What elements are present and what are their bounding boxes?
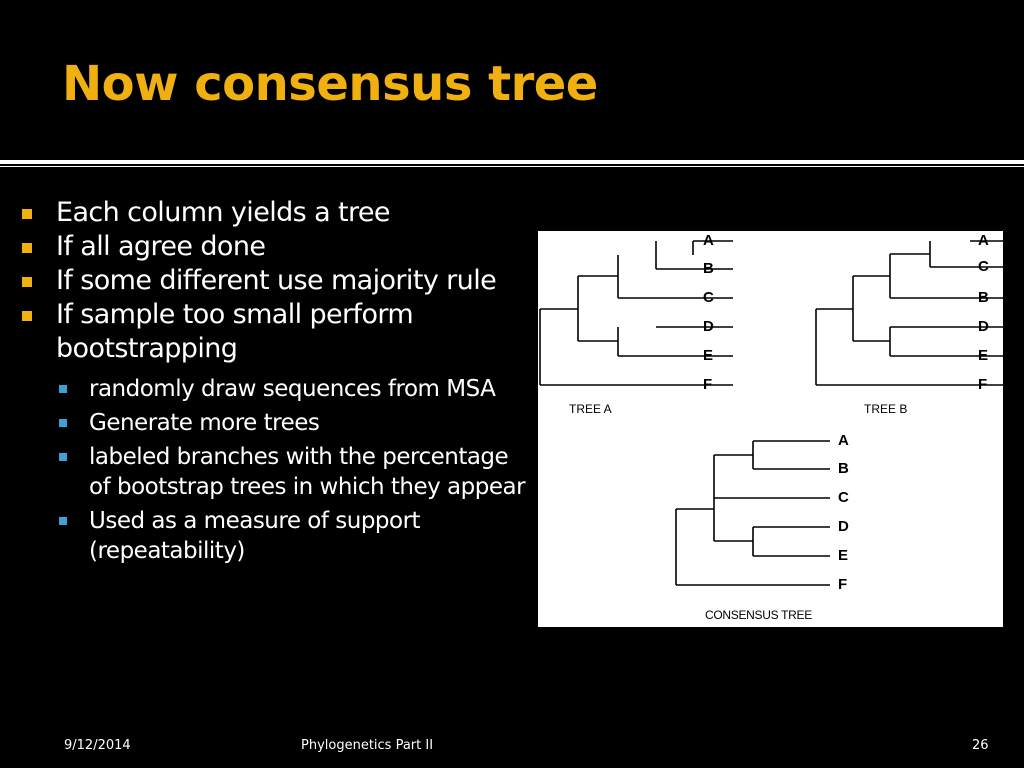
- phylogenetic-trees-figure: A B C D E F TREE A A C B D E F TREE B A …: [538, 231, 1003, 627]
- square-sub-bullet-icon: [59, 419, 67, 427]
- tree-leaf-label: B: [703, 260, 714, 277]
- square-sub-bullet-icon: [59, 385, 67, 393]
- sub-bullet-text: randomly draw sequences from MSA: [89, 376, 496, 402]
- trees-diagram: [539, 240, 1003, 586]
- slide-number: 26: [972, 738, 989, 753]
- tree-caption: TREE A: [569, 402, 612, 416]
- tree-leaf-label: B: [978, 289, 989, 306]
- tree-leaf-label: C: [978, 258, 989, 275]
- tree-leaf-label: D: [838, 518, 849, 535]
- sub-bullet-item: labeled branches with the percentage of …: [18, 442, 528, 502]
- sub-bullet-text: labeled branches with the percentage of …: [89, 444, 526, 500]
- sub-bullet-item: Generate more trees: [18, 408, 528, 438]
- slide-title: Now consensus tree: [62, 56, 598, 112]
- tree-leaf-label: F: [703, 376, 713, 393]
- square-bullet-icon: [22, 209, 32, 219]
- square-bullet-icon: [22, 277, 32, 287]
- sub-bullet-item: Used as a measure of support (repeatabil…: [18, 506, 528, 566]
- bullet-text: Each column yields a tree: [56, 197, 391, 228]
- bullet-text: If sample too small perform bootstrappin…: [56, 299, 414, 364]
- bullet-item: If sample too small perform bootstrappin…: [18, 298, 528, 366]
- title-divider-thin: [0, 166, 1024, 167]
- bullet-text: If all agree done: [56, 231, 266, 262]
- bullet-list: Each column yields a tree If all agree d…: [18, 196, 528, 566]
- tree-b-branches: [815, 240, 1003, 386]
- square-sub-bullet-icon: [59, 517, 67, 525]
- sub-bullet-text: Generate more trees: [89, 410, 320, 436]
- tree-leaf-label: C: [838, 489, 849, 506]
- tree-leaf-label: A: [703, 232, 714, 249]
- bullet-text: If some different use majority rule: [56, 265, 497, 296]
- square-bullet-icon: [22, 311, 32, 321]
- square-sub-bullet-icon: [59, 453, 67, 461]
- footer-title: Phylogenetics Part II: [301, 738, 434, 753]
- tree-leaf-label: F: [838, 576, 848, 593]
- square-bullet-icon: [22, 243, 32, 253]
- tree-caption: CONSENSUS TREE: [705, 608, 812, 622]
- bullet-item: Each column yields a tree: [18, 196, 528, 230]
- sub-bullet-item: randomly draw sequences from MSA: [18, 374, 528, 404]
- tree-leaf-label: A: [838, 432, 849, 449]
- tree-leaf-label: F: [978, 376, 988, 393]
- tree-leaf-label: C: [703, 289, 714, 306]
- tree-leaf-label: A: [978, 232, 989, 249]
- tree-leaf-label: D: [703, 318, 714, 335]
- bullet-item: If all agree done: [18, 230, 528, 264]
- bullet-item: If some different use majority rule: [18, 264, 528, 298]
- footer-date: 9/12/2014: [64, 738, 131, 753]
- title-divider-thick: [0, 160, 1024, 164]
- tree-leaf-label: E: [703, 347, 714, 364]
- tree-caption: TREE B: [864, 402, 908, 416]
- tree-a-branches: [539, 240, 733, 386]
- tree-leaf-label: E: [978, 347, 989, 364]
- tree-leaf-label: D: [978, 318, 989, 335]
- sub-bullet-text: Used as a measure of support (repeatabil…: [89, 508, 421, 564]
- tree-leaf-label: E: [838, 547, 849, 564]
- consensus-tree-branches: [675, 440, 830, 586]
- tree-leaf-label: B: [838, 460, 849, 477]
